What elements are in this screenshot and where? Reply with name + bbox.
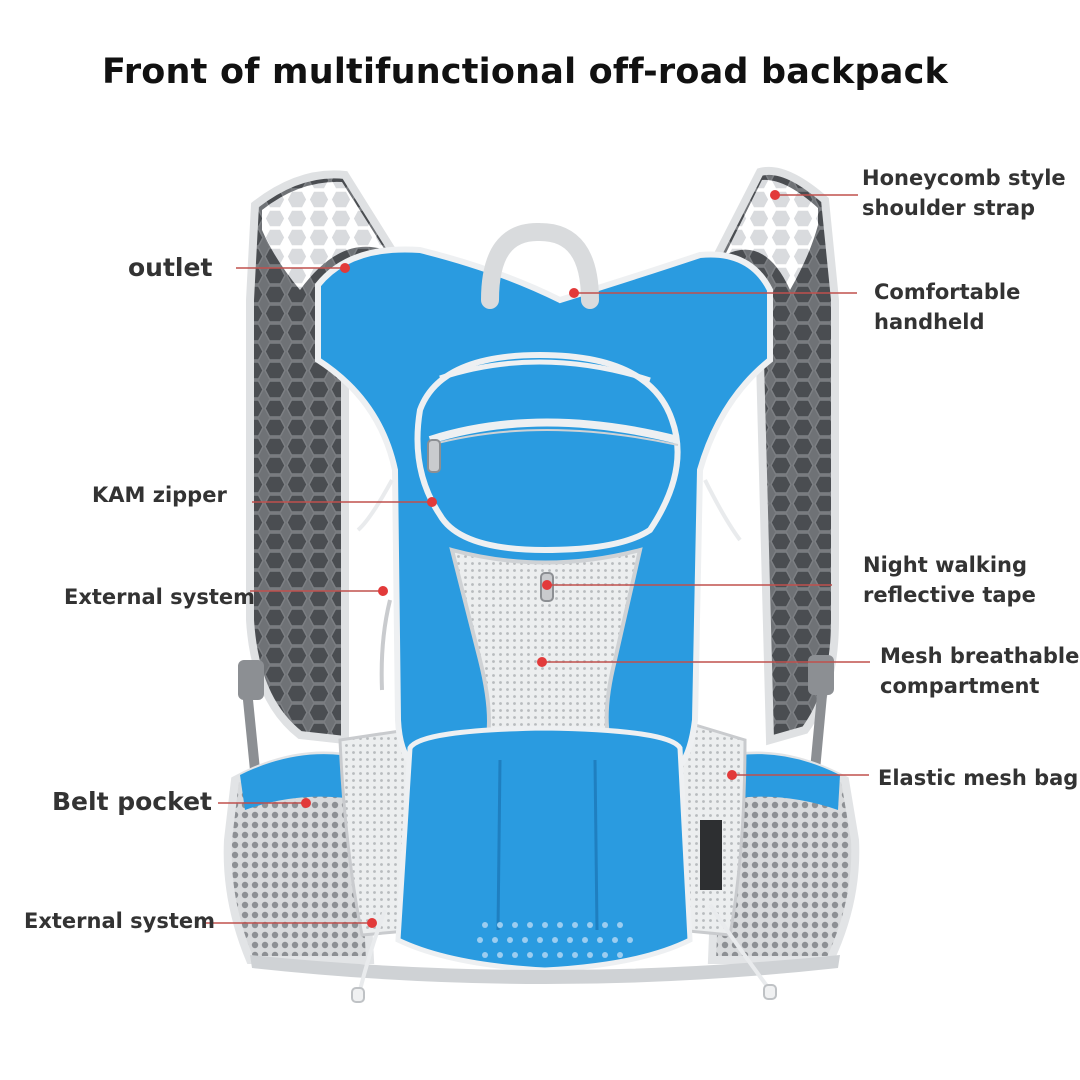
- right-buckle: [808, 655, 834, 695]
- pointer-dots: [301, 190, 780, 928]
- left-belt-pocket: [223, 751, 375, 964]
- label-honeycomb-strap: Honeycomb style shoulder strap: [862, 166, 1066, 220]
- label-external-system-bottom: External system: [24, 909, 216, 933]
- label-mesh-compartment: Mesh breathable compartment: [880, 644, 1080, 698]
- zipper-pulls: [351, 439, 777, 1003]
- label-elastic-mesh-bag: Elastic mesh bag: [878, 766, 1079, 790]
- logo-tag: [700, 820, 722, 890]
- left-buckle: [238, 660, 264, 700]
- reflective-dots: [477, 922, 633, 958]
- label-reflective-tape: Night walking reflective tape: [863, 553, 1036, 607]
- top-pocket: [414, 351, 681, 554]
- lower-front-panel: [395, 725, 693, 973]
- center-mesh-panel: [449, 547, 643, 752]
- bottom-trim: [250, 955, 840, 984]
- label-kam-zipper: KAM zipper: [92, 483, 227, 507]
- pointer-lines: [204, 194, 870, 924]
- page-title: Front of multifunctional off-road backpa…: [101, 52, 949, 92]
- label-belt-pocket: Belt pocket: [52, 787, 212, 816]
- label-external-system: External system: [64, 585, 256, 609]
- right-belt-pocket: [707, 751, 860, 964]
- label-outlet: outlet: [128, 253, 213, 282]
- top-handle: [481, 222, 599, 309]
- label-comfortable-handheld: Comfortable handheld: [874, 280, 1021, 334]
